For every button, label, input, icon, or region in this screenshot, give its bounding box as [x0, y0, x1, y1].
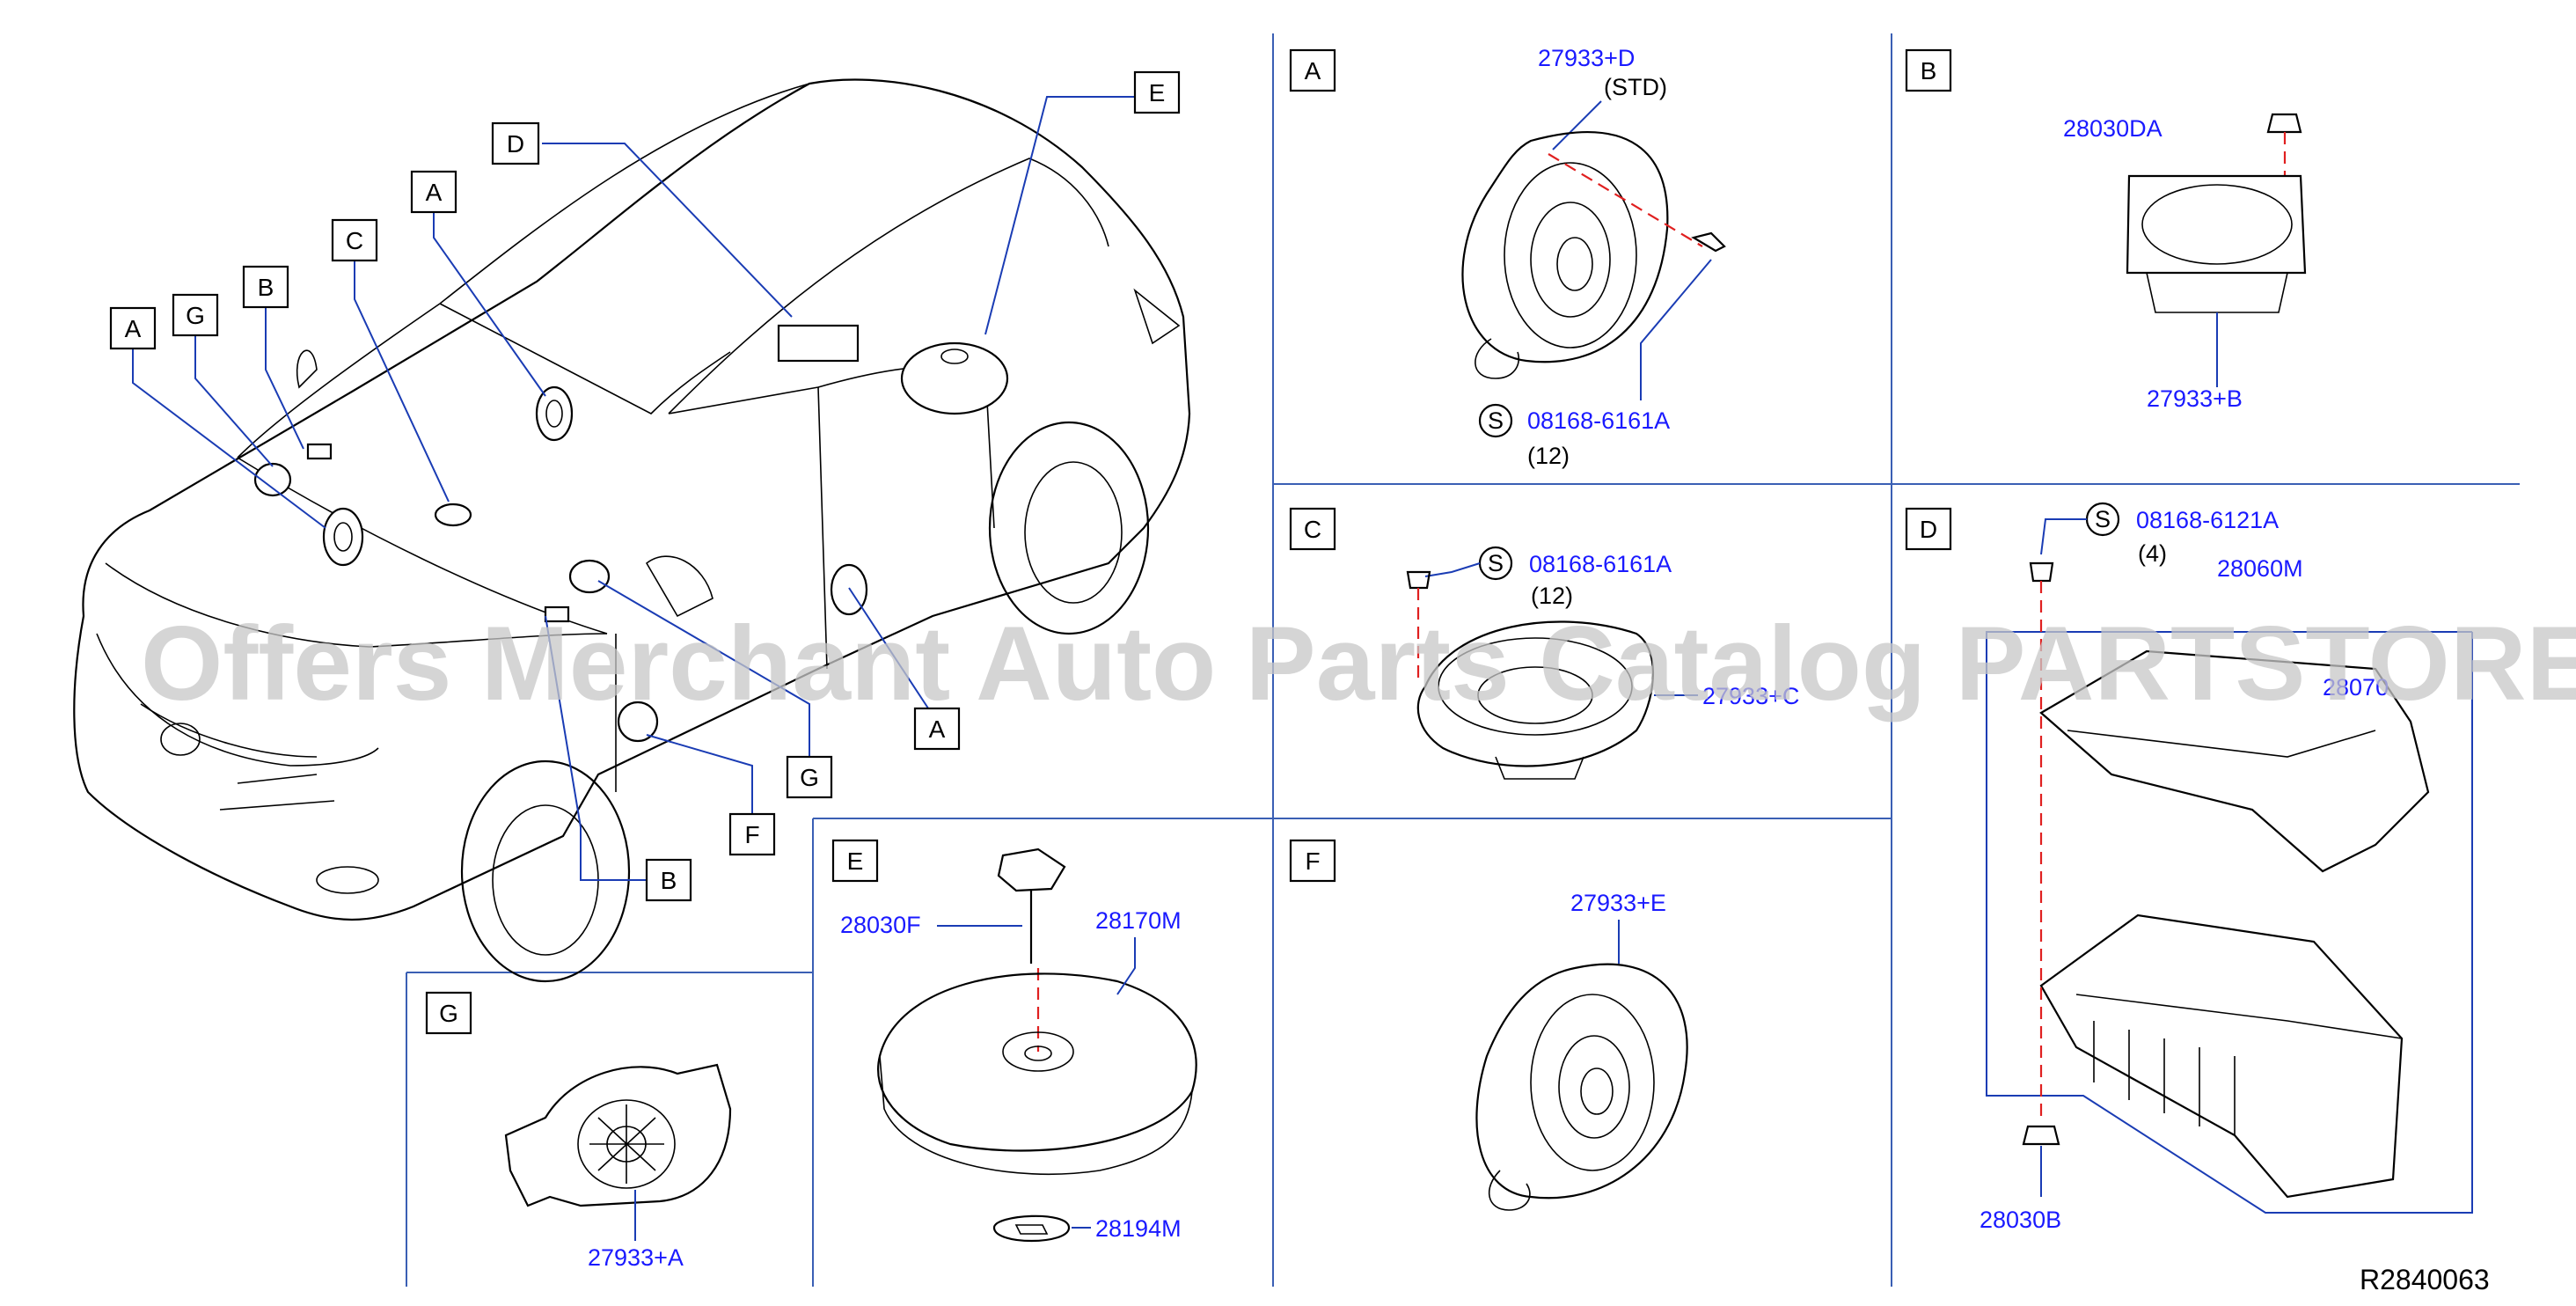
svg-text:28194M: 28194M — [1095, 1215, 1182, 1242]
panel-e: E 28030F 28170M 28194M — [831, 839, 1197, 1243]
svg-text:E: E — [847, 847, 864, 875]
svg-text:A: A — [426, 179, 443, 206]
svg-text:F: F — [1305, 847, 1320, 875]
vehicle-overview — [73, 78, 1191, 983]
watermark: Offers Merchant Auto Parts Catalog PARTS… — [141, 605, 2576, 723]
callout-g-front: G — [172, 293, 219, 337]
svg-text:(12): (12) — [1531, 583, 1573, 609]
callout-d: D — [491, 121, 540, 165]
svg-text:G: G — [439, 1000, 458, 1027]
callout-b-door: B — [645, 858, 692, 902]
callout-b-front: B — [242, 265, 289, 309]
svg-text:28030DA: 28030DA — [2063, 115, 2163, 142]
svg-text:(STD): (STD) — [1604, 74, 1667, 100]
svg-text:S: S — [1488, 407, 1504, 434]
callout-a-rear: A — [410, 170, 457, 214]
callout-e: E — [1133, 70, 1181, 114]
panel-a: A 27933+D (STD) S 08168-6161A (12) — [1289, 45, 1726, 469]
panel-d: D S 08168-6121A (4) 28060M 28070 28030B — [1905, 502, 2473, 1233]
svg-text:08168-6161A: 08168-6161A — [1529, 551, 1672, 577]
panel-c: C S 08168-6161A (12) 27933+C — [1289, 507, 1799, 780]
svg-text:C: C — [1304, 516, 1321, 543]
svg-text:(12): (12) — [1527, 443, 1570, 469]
callout-f: F — [728, 812, 776, 856]
vehicle-callouts: A G B C A D E A — [109, 70, 1181, 902]
svg-text:27933+A: 27933+A — [588, 1244, 684, 1271]
svg-text:F: F — [744, 821, 759, 848]
callout-a-front-left: A — [109, 306, 157, 350]
svg-text:08168-6121A: 08168-6121A — [2136, 507, 2279, 533]
svg-text:08168-6161A: 08168-6161A — [1527, 407, 1670, 434]
svg-text:A: A — [1305, 57, 1321, 84]
callout-c: C — [331, 218, 378, 262]
svg-text:C: C — [346, 227, 363, 254]
panel-b: B 28030DA 27933+B — [1905, 48, 2307, 412]
svg-text:28060M: 28060M — [2217, 555, 2303, 582]
svg-text:27933+C: 27933+C — [1702, 683, 1799, 709]
panel-f: F 27933+E — [1289, 839, 1688, 1211]
svg-text:28030F: 28030F — [840, 912, 921, 938]
svg-text:B: B — [661, 867, 677, 894]
svg-text:B: B — [1921, 57, 1937, 84]
svg-text:G: G — [186, 302, 205, 329]
svg-text:(4): (4) — [2138, 540, 2167, 567]
callout-a-door: A — [913, 707, 961, 751]
svg-text:E: E — [1149, 79, 1166, 106]
svg-text:B: B — [258, 274, 274, 301]
svg-text:28070: 28070 — [2323, 674, 2389, 701]
panel-dividers — [406, 33, 2520, 1287]
svg-text:S: S — [2095, 506, 2111, 532]
svg-text:28170M: 28170M — [1095, 907, 1182, 934]
svg-text:27933+B: 27933+B — [2147, 385, 2243, 412]
svg-text:A: A — [125, 315, 142, 342]
svg-text:27933+D: 27933+D — [1538, 45, 1635, 71]
callout-g-door: G — [786, 755, 833, 799]
vehicle-leader-lines — [132, 96, 1156, 881]
svg-text:28030B: 28030B — [1980, 1207, 2061, 1233]
svg-text:G: G — [800, 764, 819, 791]
svg-text:A: A — [929, 715, 946, 743]
svg-text:27933+E: 27933+E — [1570, 890, 1666, 916]
diagram-reference: R2840063 — [2360, 1264, 2490, 1295]
panel-g: G 27933+A — [425, 991, 732, 1271]
svg-text:S: S — [1488, 550, 1504, 576]
svg-text:D: D — [507, 130, 524, 158]
svg-text:D: D — [1920, 516, 1937, 543]
